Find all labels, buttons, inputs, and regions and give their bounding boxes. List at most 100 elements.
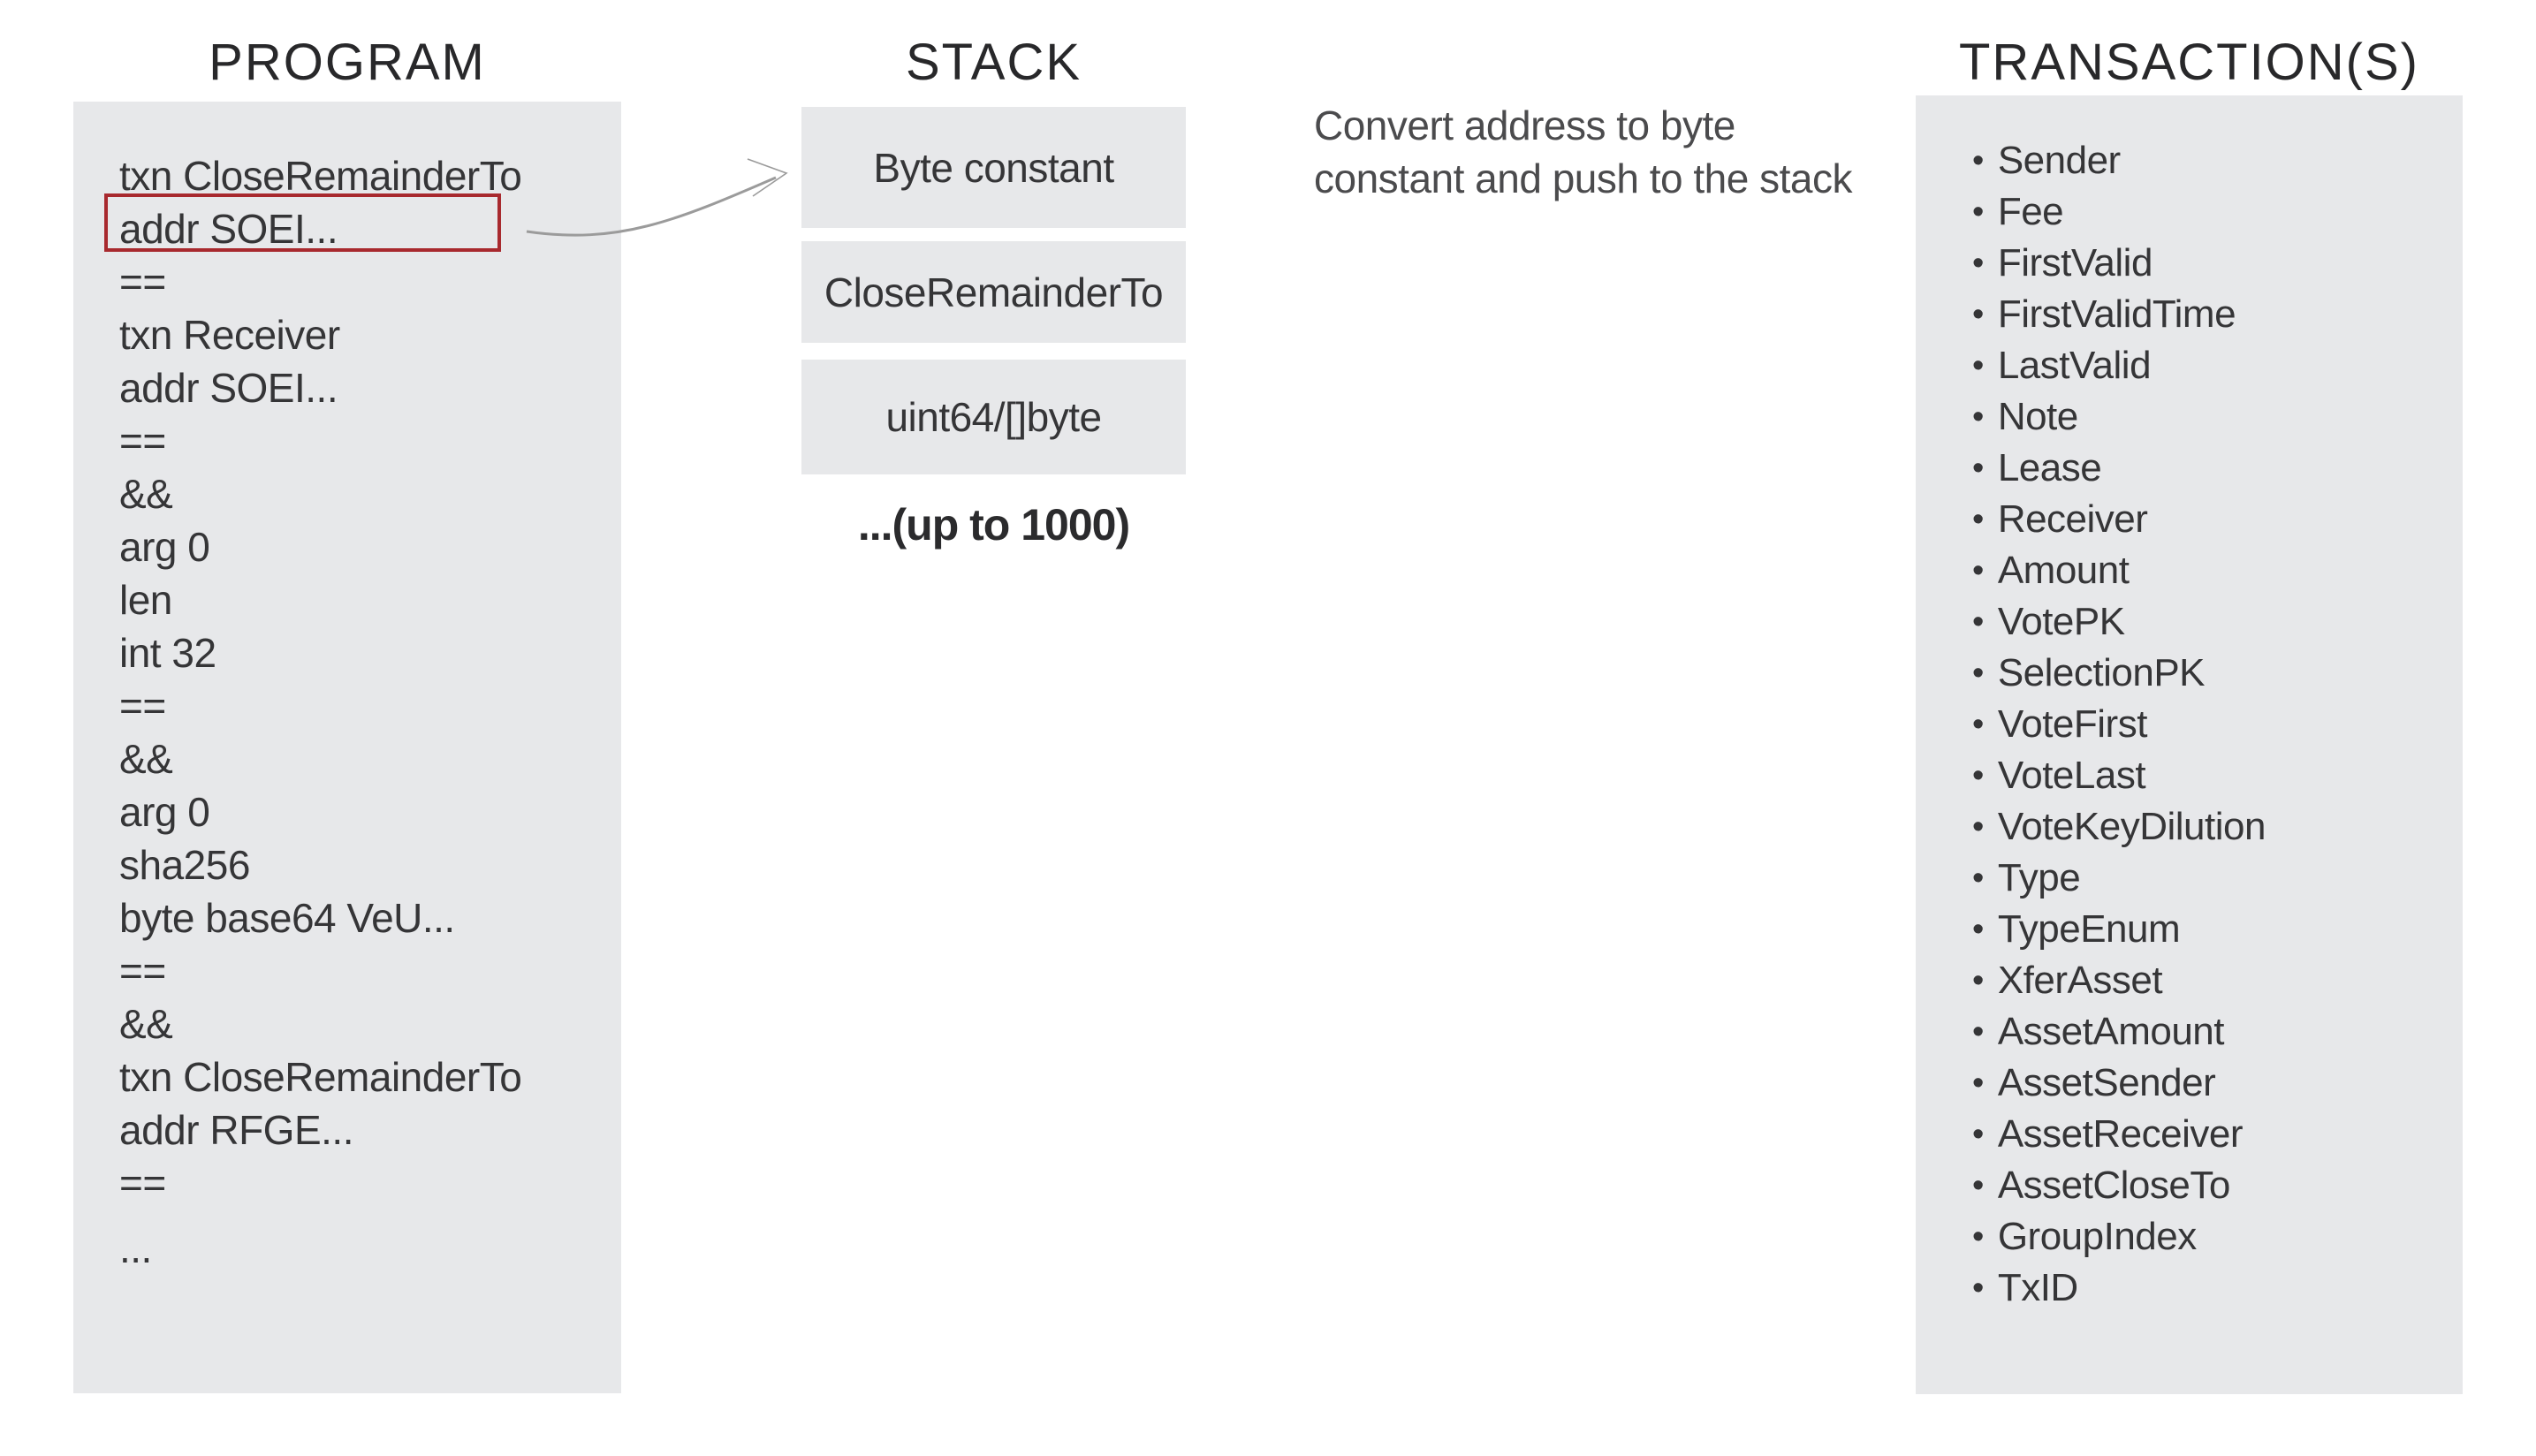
bullet-icon: • — [1972, 450, 1984, 487]
bullet-icon: • — [1972, 962, 1984, 999]
transaction-field-item: • XferAsset — [1972, 955, 2457, 1006]
program-line: txn CloseRemainderTo — [119, 153, 522, 199]
transaction-field-label: Fee — [1997, 190, 2064, 233]
bullet-icon: • — [1972, 603, 1984, 641]
annotation-text: Convert address to byte constant and pus… — [1314, 99, 1852, 205]
transaction-fields-list: • Sender • Fee • FirstValid • FirstValidTime • La… — [1972, 135, 2457, 1314]
bullet-icon: • — [1972, 1116, 1984, 1153]
bullet-icon: • — [1972, 860, 1984, 897]
transaction-field-item: • FirstValid — [1972, 238, 2457, 289]
transactions-column-title: TRANSACTION(S) — [1959, 34, 2419, 91]
annotation-line-1: Convert address to byte — [1314, 102, 1735, 148]
program-code: txn CloseRemainderTo addr SOEI... == txn Re… — [119, 149, 612, 1275]
transaction-field-item: • AssetCloseTo — [1972, 1160, 2457, 1211]
bullet-icon: • — [1972, 706, 1984, 743]
bullet-icon: • — [1972, 347, 1984, 384]
stack-column-title: STACK — [905, 34, 1082, 91]
transaction-field-item: • Type — [1972, 853, 2457, 904]
program-line: addr SOEI... — [119, 365, 338, 411]
bullet-icon: • — [1972, 1065, 1984, 1102]
transaction-field-item: • Amount — [1972, 545, 2457, 596]
transaction-field-label: Note — [1997, 395, 2078, 438]
bullet-icon: • — [1972, 655, 1984, 692]
transaction-field-label: AssetCloseTo — [1997, 1164, 2231, 1207]
transaction-field-label: Amount — [1997, 549, 2130, 592]
program-line: txn Receiver — [119, 312, 340, 358]
program-line: sha256 — [119, 842, 250, 888]
bullet-icon: • — [1972, 1167, 1984, 1204]
transaction-field-label: GroupIndex — [1997, 1215, 2197, 1258]
transaction-field-label: VoteKeyDilution — [1997, 805, 2266, 848]
transaction-field-label: Receiver — [1997, 497, 2148, 541]
transaction-field-item: • FirstValidTime — [1972, 289, 2457, 340]
program-line: && — [119, 1001, 173, 1047]
bullet-icon: • — [1972, 552, 1984, 589]
transaction-field-label: VoteLast — [1997, 754, 2146, 797]
transaction-field-label: VoteFirst — [1997, 702, 2148, 746]
transaction-field-item: • Fee — [1972, 186, 2457, 238]
transaction-field-label: SelectionPK — [1997, 651, 2206, 694]
program-line: byte base64 VeU... — [119, 895, 455, 941]
program-line: arg 0 — [119, 789, 210, 835]
bullet-icon: • — [1972, 296, 1984, 333]
transaction-field-label: Type — [1997, 856, 2081, 899]
transaction-field-item: • SelectionPK — [1972, 648, 2457, 699]
program-line: == — [119, 259, 166, 305]
bullet-icon: • — [1972, 1013, 1984, 1050]
program-line: ... — [119, 1225, 152, 1271]
annotation-line-2: constant and push to the stack — [1314, 155, 1852, 201]
transaction-field-label: Sender — [1997, 139, 2121, 182]
bullet-icon: • — [1972, 501, 1984, 538]
program-line: == — [119, 948, 166, 994]
transaction-field-item: • VotePK — [1972, 596, 2457, 648]
transaction-field-item: • AssetSender — [1972, 1058, 2457, 1109]
stack-capacity-label: ...(up to 1000) — [857, 500, 1130, 550]
transaction-field-item: • LastValid — [1972, 340, 2457, 391]
transaction-field-label: AssetSender — [1997, 1061, 2216, 1104]
transaction-field-item: • TxID — [1972, 1263, 2457, 1314]
transaction-field-label: TypeEnum — [1997, 907, 2181, 951]
stack-item-type: uint64/[]byte — [801, 360, 1186, 474]
transactions-panel: • Sender • Fee • FirstValid • FirstValidTime • La… — [1916, 95, 2463, 1394]
program-line: == — [119, 418, 166, 464]
bullet-icon: • — [1972, 808, 1984, 846]
transaction-field-item: •AssetAmount — [1972, 1006, 2457, 1058]
bullet-icon: • — [1972, 911, 1984, 948]
program-panel: txn CloseRemainderTo addr SOEI... == txn Re… — [73, 102, 621, 1393]
bullet-icon: • — [1972, 1218, 1984, 1255]
bullet-icon: • — [1972, 1270, 1984, 1307]
transaction-field-label: FirstValid — [1997, 241, 2153, 284]
program-line: len — [119, 577, 172, 623]
bullet-icon: • — [1972, 757, 1984, 794]
transaction-field-label: Lease — [1997, 446, 2102, 489]
program-line: && — [119, 736, 173, 782]
transaction-field-item: • VoteKeyDilution — [1972, 801, 2457, 853]
program-line: == — [119, 683, 166, 729]
transaction-field-item: • Sender — [1972, 135, 2457, 186]
program-column-title: PROGRAM — [209, 34, 486, 91]
bullet-icon: • — [1972, 142, 1984, 179]
transaction-field-item: • Receiver — [1972, 494, 2457, 545]
transaction-field-label: XferAsset — [1997, 959, 2163, 1002]
transaction-field-item: • Lease — [1972, 443, 2457, 494]
program-line: txn CloseRemainderTo — [119, 1054, 522, 1100]
program-line: addr RFGE... — [119, 1107, 353, 1153]
transaction-field-item: • AssetReceiver — [1972, 1109, 2457, 1160]
transaction-field-label: AssetReceiver — [1997, 1112, 2244, 1156]
transaction-field-item: • VoteLast — [1972, 750, 2457, 801]
transaction-field-label: LastValid — [1997, 344, 2152, 387]
bullet-icon: • — [1972, 398, 1984, 436]
bullet-icon: • — [1972, 193, 1984, 231]
program-line: addr SOEI... — [119, 206, 338, 252]
transaction-field-label: FirstValidTime — [1997, 292, 2236, 336]
transaction-field-label: TxID — [1997, 1266, 2078, 1309]
program-line: arg 0 — [119, 524, 210, 570]
program-line: int 32 — [119, 630, 216, 676]
transaction-field-item: • VoteFirst — [1972, 699, 2457, 750]
program-line: && — [119, 471, 173, 517]
transaction-field-item: • TypeEnum — [1972, 904, 2457, 955]
stack-item-byte-constant: Byte constant — [801, 107, 1186, 228]
transaction-field-label: VotePK — [1997, 600, 2125, 643]
current-opcode-highlight-box — [104, 193, 501, 252]
bullet-icon: • — [1972, 245, 1984, 282]
